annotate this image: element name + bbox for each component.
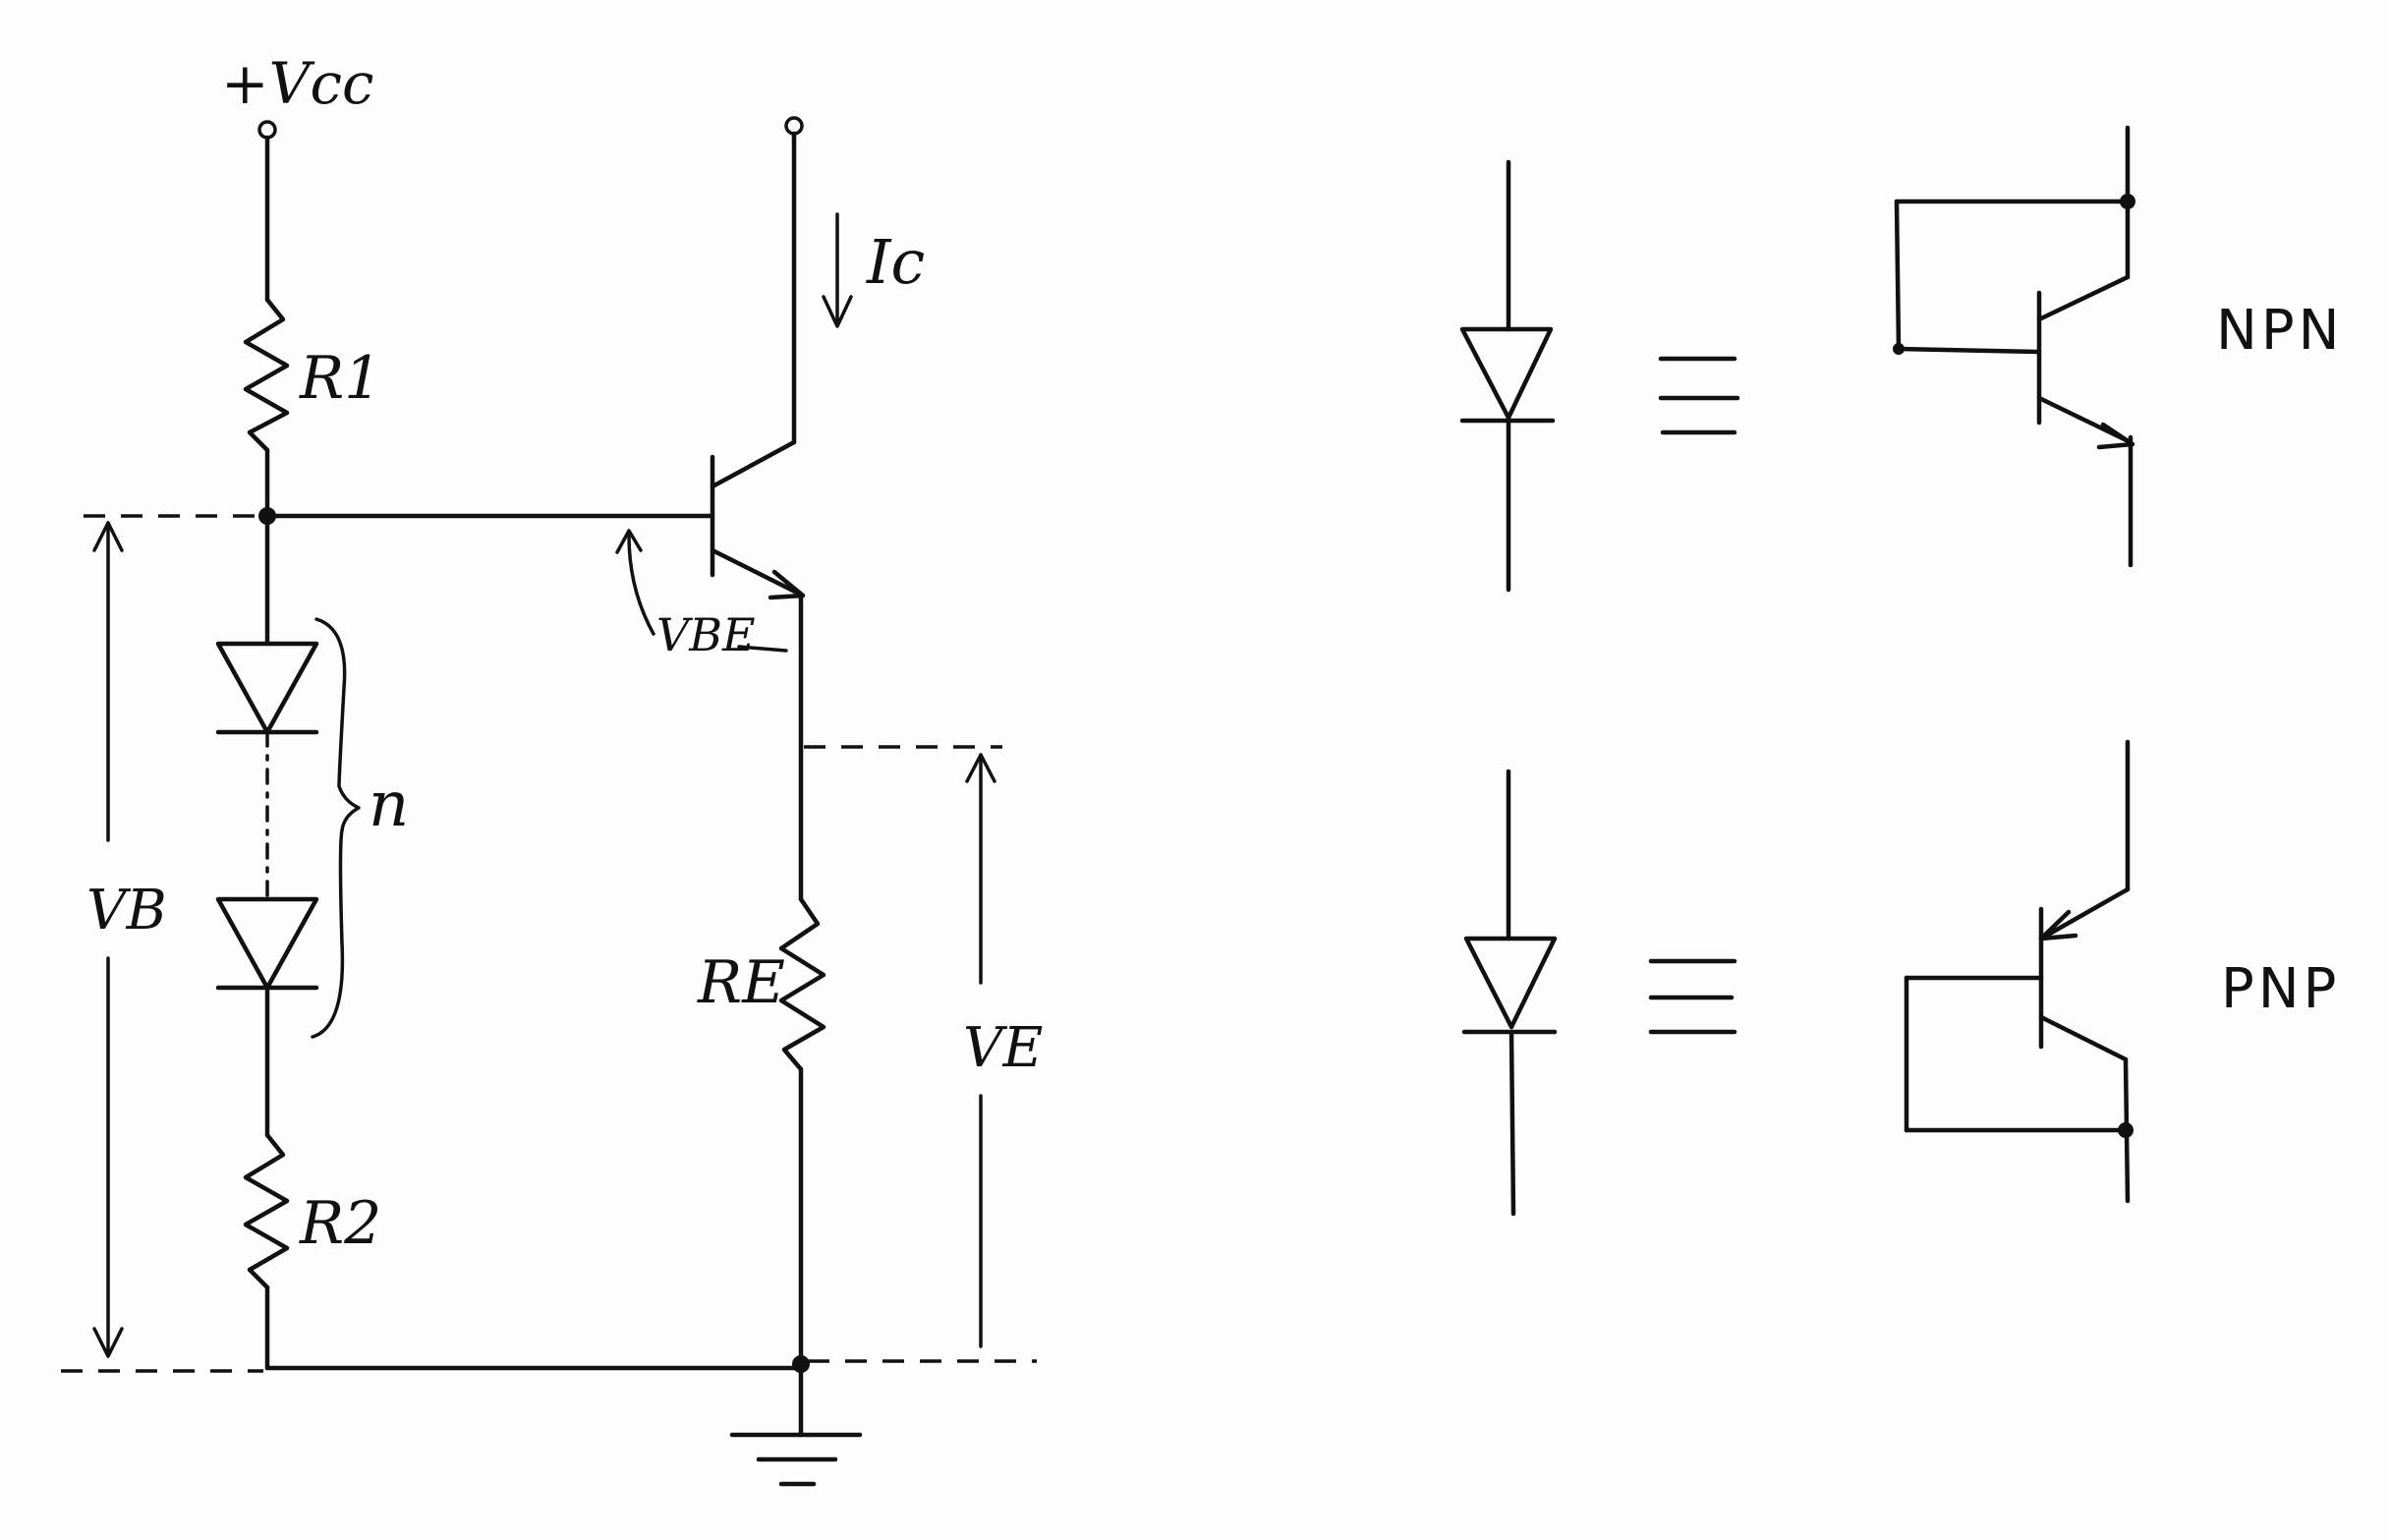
vcc-label: +Vcc bbox=[221, 50, 373, 117]
ve-label: VE bbox=[963, 1016, 1043, 1080]
diode-1 bbox=[215, 641, 319, 735]
ground-node bbox=[792, 1355, 810, 1373]
re-label: RE bbox=[697, 948, 785, 1017]
vb-arrow-head-bottom bbox=[92, 1327, 124, 1358]
npn-base-node bbox=[1893, 343, 1905, 355]
vbe-leader bbox=[737, 645, 788, 653]
emitter-arrow bbox=[768, 569, 806, 600]
vb-arrow-head-top bbox=[92, 521, 124, 552]
vcc-terminal bbox=[257, 120, 277, 140]
vbe-pointer-head bbox=[615, 529, 643, 554]
pnp-collector-node bbox=[2118, 1122, 2134, 1138]
npn-collector-lead bbox=[2036, 274, 2131, 322]
diode-count-brace bbox=[311, 617, 361, 1039]
npn-equiv-sign bbox=[1658, 356, 1740, 435]
collector-terminal bbox=[784, 116, 804, 136]
npn-label: NPN bbox=[2216, 299, 2344, 363]
pnp-equivalence: PNP bbox=[1461, 739, 2340, 1217]
resistor-r1 bbox=[243, 297, 290, 453]
npn-feedback-base bbox=[1896, 346, 2042, 355]
transistor-emitter-lead bbox=[710, 547, 804, 598]
pnp-emitter-lead bbox=[2038, 886, 2131, 941]
pnp-label: PNP bbox=[2221, 957, 2340, 1021]
ve-arrow-head-top bbox=[965, 753, 996, 783]
npn-feedback-side bbox=[1894, 199, 1902, 352]
transistor-collector-lead bbox=[710, 439, 797, 489]
npn-equivalence: NPN bbox=[1459, 125, 2344, 593]
resistor-re bbox=[778, 896, 826, 1072]
pnp-emitter-arrow bbox=[2038, 909, 2078, 941]
pnp-collector-lead bbox=[2038, 1014, 2129, 1062]
npn-diode bbox=[1459, 326, 1554, 421]
pnp-diode-wire-bottom bbox=[1508, 1029, 1516, 1217]
n-label: n bbox=[369, 769, 409, 841]
ic-arrow-head bbox=[822, 295, 853, 328]
bias-circuit: +Vcc R1 n R2 bbox=[61, 50, 1043, 1487]
ic-label: Ic bbox=[866, 226, 925, 298]
r1-label: R1 bbox=[299, 344, 381, 413]
vbe-label: VBE bbox=[656, 608, 756, 661]
diode-2 bbox=[215, 896, 319, 991]
vb-label: VB bbox=[86, 879, 167, 942]
vbe-pointer bbox=[627, 534, 655, 636]
pnp-diode bbox=[1463, 936, 1558, 1030]
pnp-equiv-sign bbox=[1648, 958, 1737, 1035]
resistor-r2 bbox=[243, 1132, 290, 1290]
r2-label: R2 bbox=[299, 1189, 381, 1258]
